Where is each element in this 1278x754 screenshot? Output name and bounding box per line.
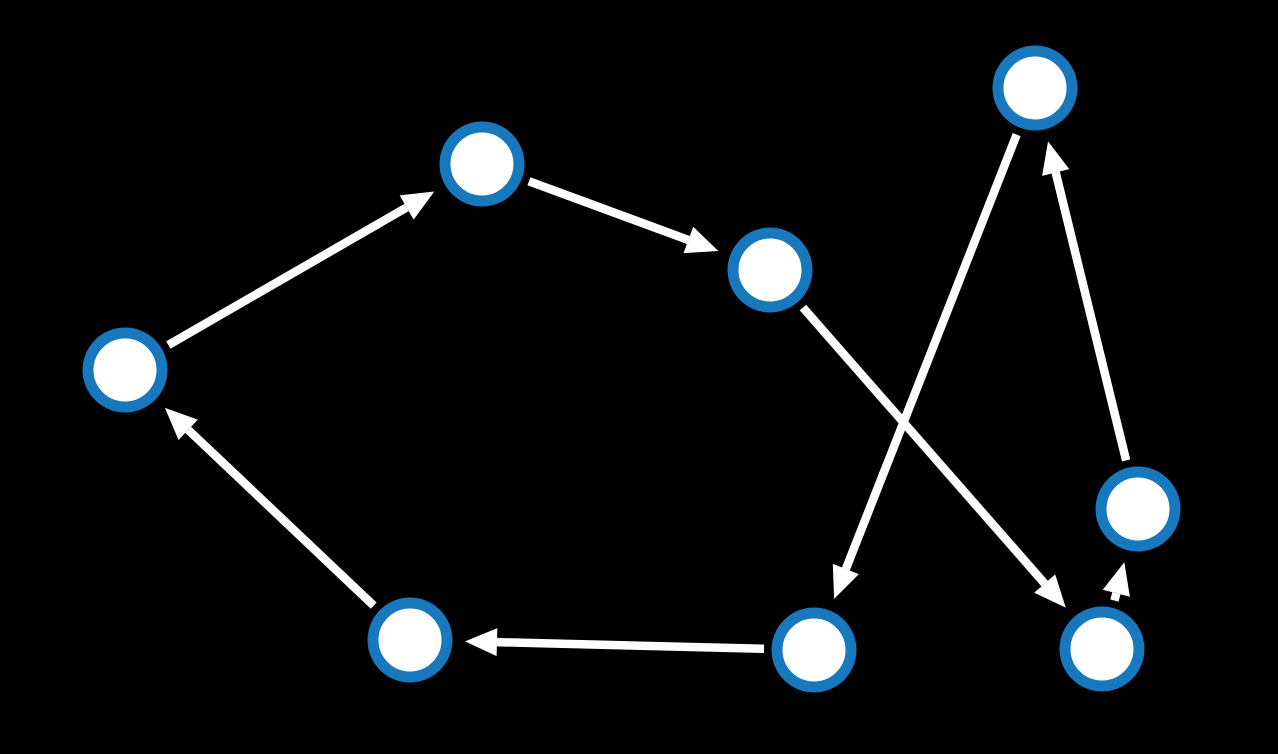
graph-node-n1 [992,45,1078,131]
graph-node-n6 [771,607,857,693]
edge-n3-n8 [799,304,1066,608]
edge-n2-n3 [527,177,719,254]
graph-node-n7 [367,597,453,683]
edge-n1-n6 [832,132,1021,599]
edge-n6-n7 [464,628,765,657]
edge-n5-n1 [1042,141,1131,462]
graph-node-n5 [1095,466,1181,552]
graph-node-n4 [82,327,168,413]
edge-n4-n2 [166,191,435,349]
edge-n8-n5 [1102,562,1130,602]
edge-n7-n4 [164,407,377,609]
graph-node-n3 [727,227,813,313]
graph-node-n2 [439,121,525,207]
graph-node-n8 [1059,606,1145,692]
